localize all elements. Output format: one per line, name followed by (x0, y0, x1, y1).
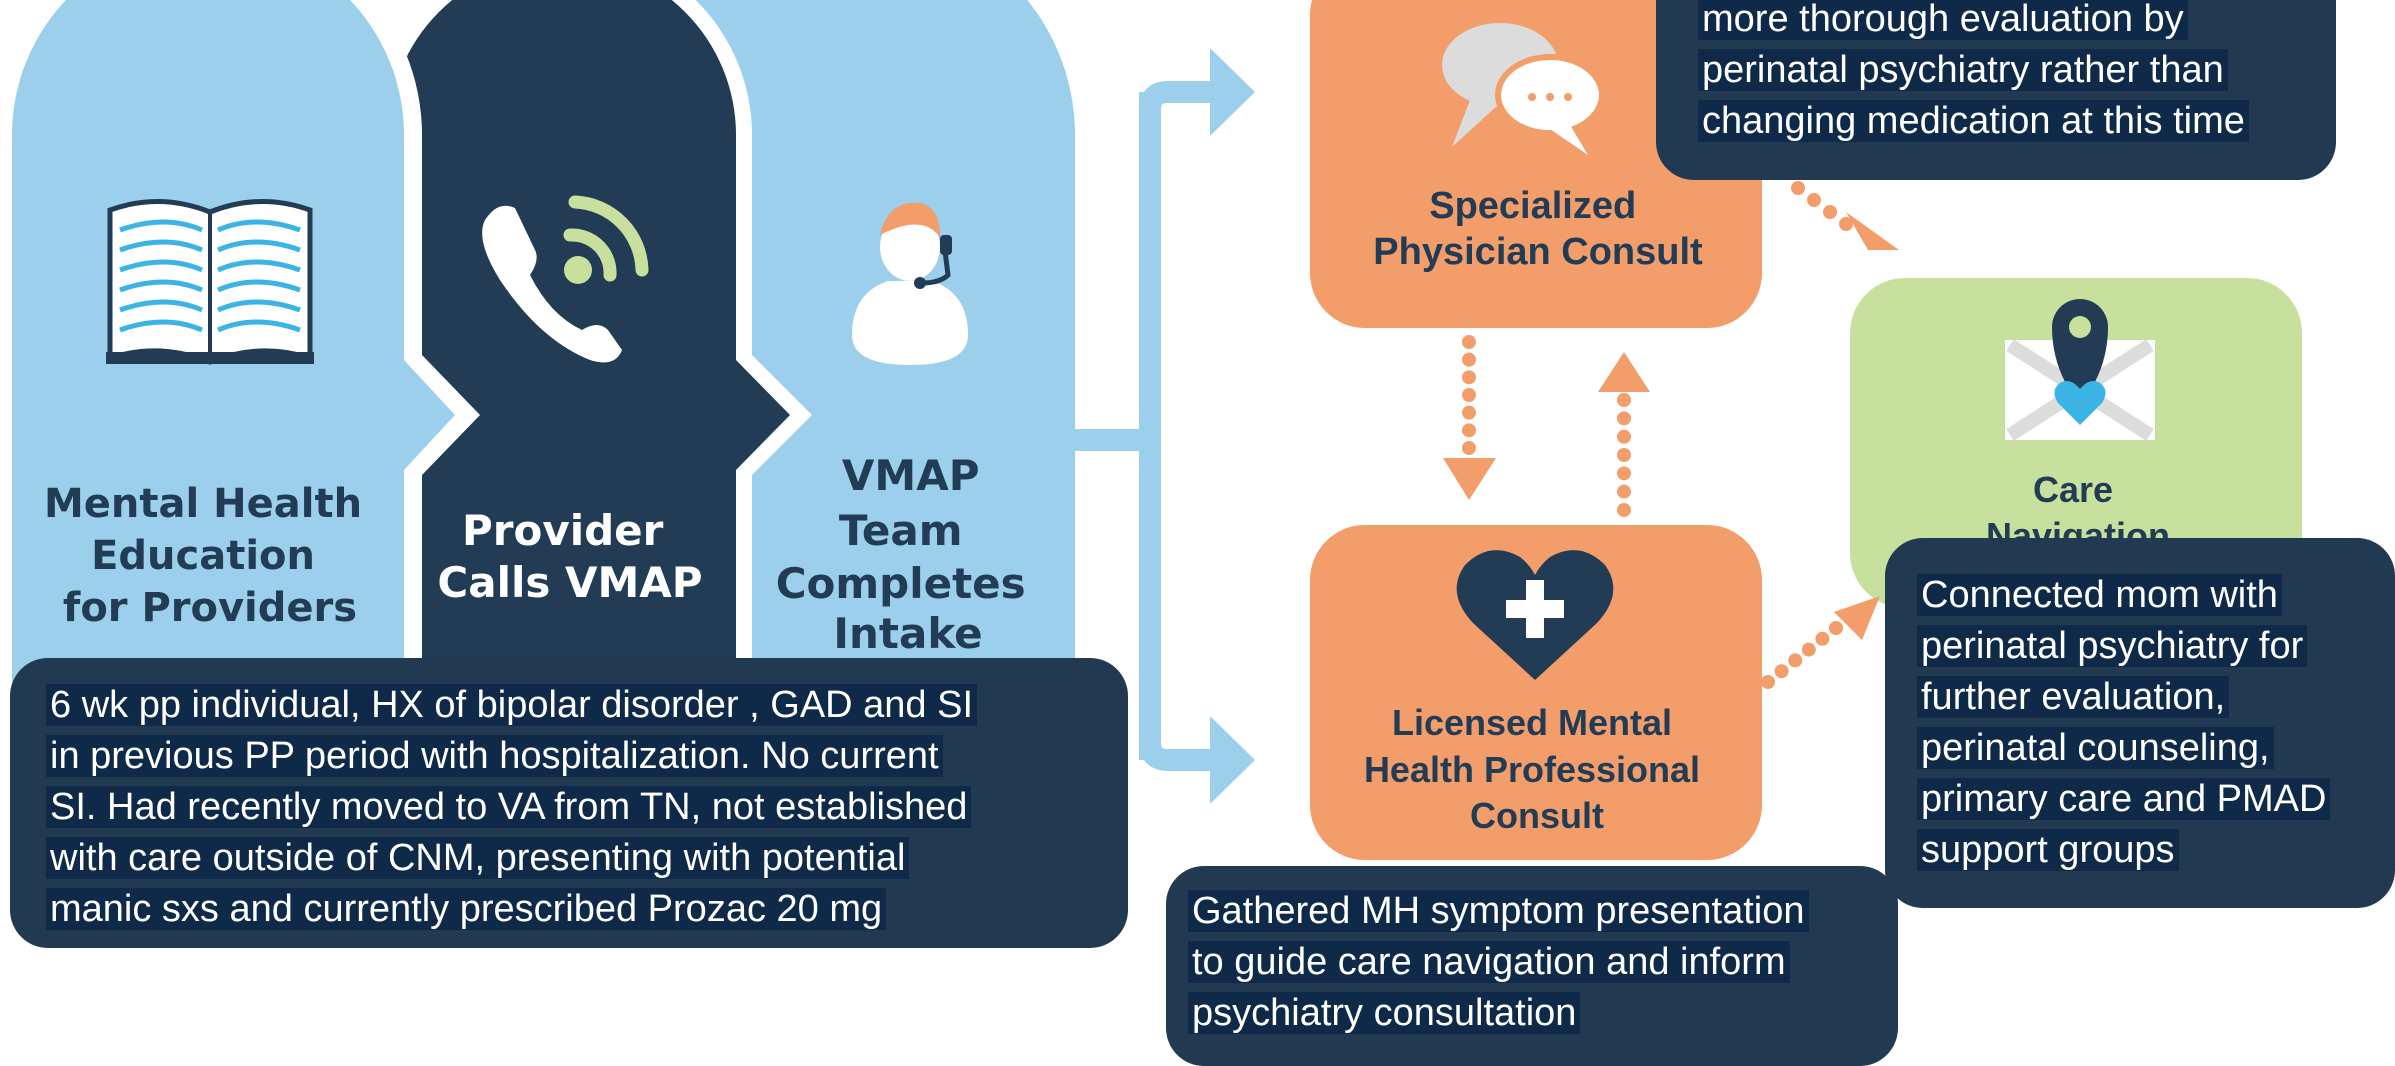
node-label: Specialized Physician Consult (1373, 185, 1703, 273)
text-line: Gathered MH symptom presentation (1188, 886, 1898, 937)
physician-consult-text: more thorough evaluation by perinatal ps… (1698, 0, 2336, 147)
map-pin-icon (2005, 299, 2155, 441)
step-label: Provider Calls VMAP (437, 506, 702, 607)
node-label-line: Consult (1470, 795, 1604, 836)
step-education: Mental Health Education for Providers (0, 0, 480, 730)
text-line: further evaluation, (1917, 672, 2395, 723)
text-line: to guide care navigation and inform (1188, 937, 1898, 988)
connector-dot (1829, 621, 1843, 635)
connector-dot (1462, 423, 1476, 438)
step-label-line: Mental Health (44, 481, 362, 527)
text-line: manic sxs and currently prescribed Proza… (46, 884, 1128, 935)
step-label-line: Education (91, 533, 315, 579)
book-icon (106, 198, 314, 365)
text-line: support groups (1917, 825, 2395, 876)
connector-dot (1462, 352, 1476, 367)
connector-dot (1462, 335, 1476, 349)
step-intake: VMAP Team Completes Intake (645, 0, 1075, 730)
text-line: changing medication at this time (1698, 96, 2336, 147)
text-line: perinatal counseling, (1917, 723, 2395, 774)
text-line: with care outside of CNM, presenting wit… (46, 833, 1128, 884)
arrow-to-mental-health (1210, 716, 1255, 804)
heart-plus-icon (1456, 550, 1614, 680)
chat-bubbles-icon (1442, 23, 1605, 155)
dotted-arrow-down (1443, 335, 1496, 500)
connector-dot (1617, 503, 1631, 517)
connector-dot (1617, 411, 1631, 426)
step-label-line: Intake (833, 609, 982, 658)
step-label-line: Completes (776, 559, 1026, 608)
connector-dot (1761, 675, 1775, 689)
connector-dot (1617, 484, 1631, 499)
text-line: more thorough evaluation by (1698, 0, 2336, 45)
text-line: Connected mom with (1917, 570, 2395, 621)
connector-dot (1617, 393, 1631, 407)
branch-connector (1075, 48, 1255, 804)
step-label-line: for Providers (63, 585, 357, 631)
connector-dot (1839, 217, 1853, 231)
step-provider-call: Provider Calls VMAP (372, 0, 812, 730)
node-label-line: Physician Consult (1373, 231, 1703, 273)
care-navigation-callout: Connected mom with perinatal psychiatry … (1885, 538, 2395, 908)
text-line: psychiatry consultation (1188, 988, 1898, 1039)
connector-dot (1774, 664, 1789, 679)
text-line: in previous PP period with hospitalizati… (46, 731, 1128, 782)
step-label: VMAP Team Completes Intake (776, 451, 1041, 658)
mental-health-consult-text: Gathered MH symptom presentation to guid… (1188, 886, 1898, 1039)
headset-person-icon (852, 202, 968, 365)
connector-dot (1801, 642, 1816, 657)
step-label: Mental Health Education for Providers (44, 481, 376, 631)
connector-dot (1788, 653, 1803, 668)
step-label-line: Calls VMAP (437, 558, 702, 607)
node-mental-health-consult: Licensed Mental Health Professional Cons… (1310, 525, 1762, 860)
connector-dot (1617, 448, 1631, 462)
step-label-line: Provider (462, 506, 664, 555)
connector-dot (1462, 388, 1476, 402)
connector-dot (1791, 181, 1805, 195)
text-line: perinatal psychiatry for (1917, 621, 2395, 672)
connector-dot (1462, 370, 1476, 385)
node-label-line: Care (2033, 469, 2113, 510)
care-navigation-text: Connected mom with perinatal psychiatry … (1917, 570, 2395, 876)
connector-dot (1807, 193, 1821, 207)
connector-dot (1617, 429, 1631, 444)
connector-dot (1815, 631, 1830, 646)
physician-consult-callout: more thorough evaluation by perinatal ps… (1656, 0, 2336, 180)
case-summary-callout: 6 wk pp individual, HX of bipolar disord… (10, 658, 1128, 948)
workflow-diagram: VMAP Team Completes Intake Provider Call… (0, 0, 2302, 860)
phone-icon (482, 195, 649, 363)
text-line: perinatal psychiatry rather than (1698, 45, 2336, 96)
text-line: 6 wk pp individual, HX of bipolar disord… (46, 680, 1128, 731)
node-label: Licensed Mental Health Professional Cons… (1364, 702, 1710, 836)
connector-dot (1823, 205, 1837, 219)
case-summary-text: 6 wk pp individual, HX of bipolar disord… (46, 680, 1128, 935)
dotted-arrow-physician-to-navigation (1791, 181, 1899, 250)
dotted-arrow-mental-health-to-navigation (1761, 596, 1880, 689)
text-line: primary care and PMAD (1917, 774, 2395, 825)
connector-dot (1462, 405, 1476, 420)
arrow-to-physician (1210, 48, 1255, 136)
dotted-arrow-up (1598, 352, 1650, 517)
node-physician-consult: Specialized Physician Consult (1310, 0, 1762, 328)
connector-dot (1462, 441, 1476, 455)
node-label-line: Specialized (1429, 185, 1636, 227)
step-label-line: VMAP (842, 451, 980, 500)
node-label-line: Licensed Mental (1392, 702, 1672, 743)
connector-dot (1617, 466, 1631, 481)
text-line: SI. Had recently moved to VA from TN, no… (46, 782, 1128, 833)
step-label-line: Team (839, 506, 963, 555)
node-label-line: Health Professional (1364, 749, 1700, 790)
mental-health-consult-callout: Gathered MH symptom presentation to guid… (1166, 866, 1898, 1066)
